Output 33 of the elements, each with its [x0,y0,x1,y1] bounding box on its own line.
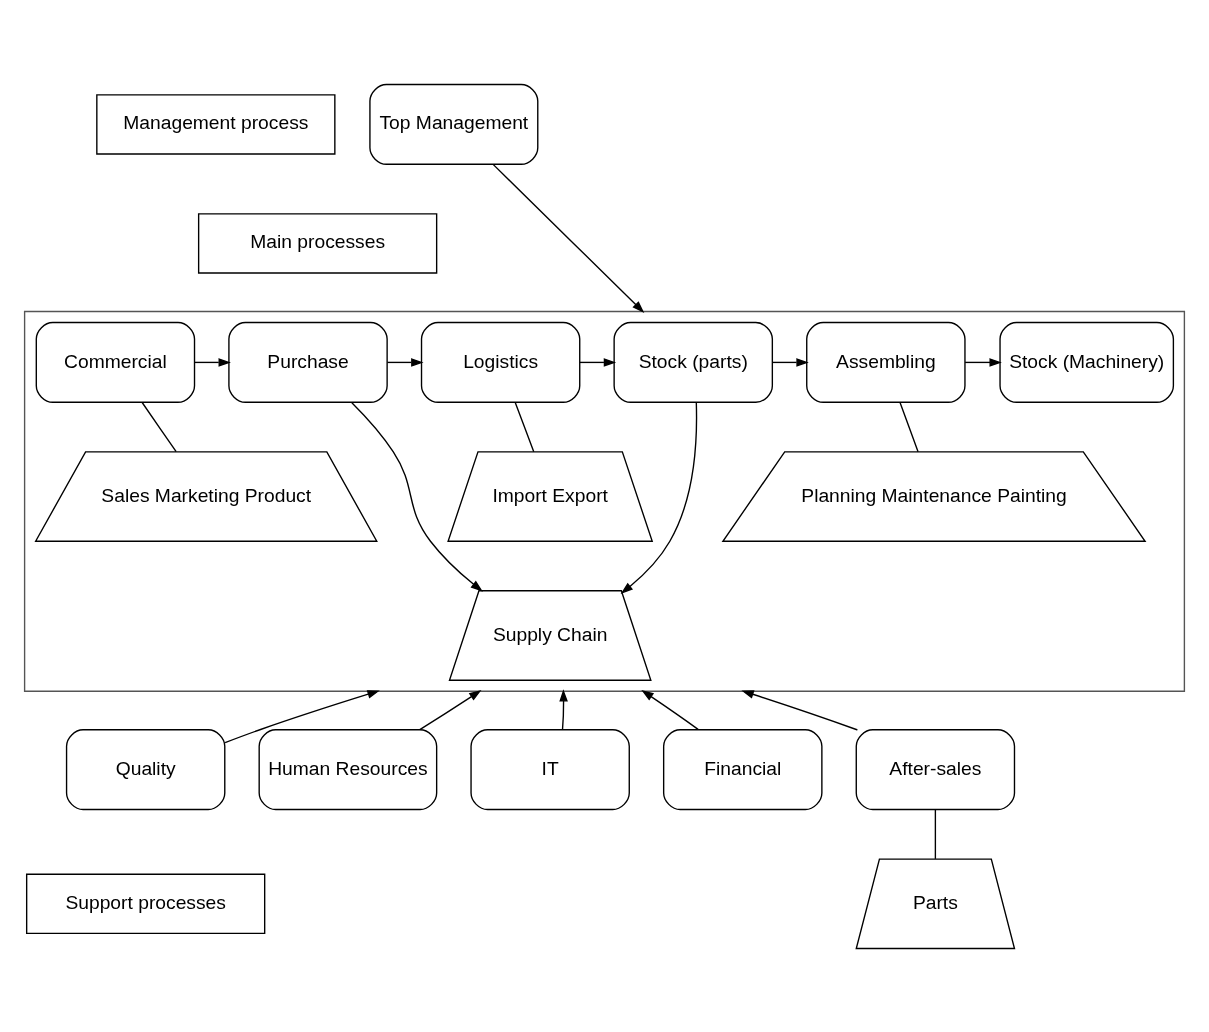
node-box: Main processes [197,212,438,274]
node-box: Stock (Machinery) [999,321,1175,403]
arrow [620,401,698,594]
arrow [492,163,645,313]
connector [934,808,937,860]
node-box: Purchase [228,321,388,403]
arrow [641,689,699,730]
node-box: Quality [65,728,226,810]
node-box: Top Management [369,83,539,165]
node-box: Commercial [35,321,196,403]
arrow [386,357,424,367]
arrow [224,689,380,743]
arrow [194,357,231,367]
arrow [741,689,859,731]
node-box: IT [470,728,630,810]
arrow [771,357,809,367]
node-box: After-sales [855,728,1016,810]
node-box: Human Resources [258,728,438,810]
node-box: Assembling [806,321,966,403]
node-box: Financial [662,728,823,810]
node-box: Management process [96,93,336,155]
connector [899,401,919,452]
arrow [579,357,617,367]
arrow [964,357,1002,367]
arrow [351,401,483,592]
node-box: Stock (parts) [613,321,774,403]
node-box: Support processes [26,873,266,934]
connector [141,401,177,452]
cluster [23,310,1186,692]
arrow [419,689,482,730]
connector [514,401,535,452]
arrow [559,688,568,730]
node-box: Logistics [420,321,581,403]
